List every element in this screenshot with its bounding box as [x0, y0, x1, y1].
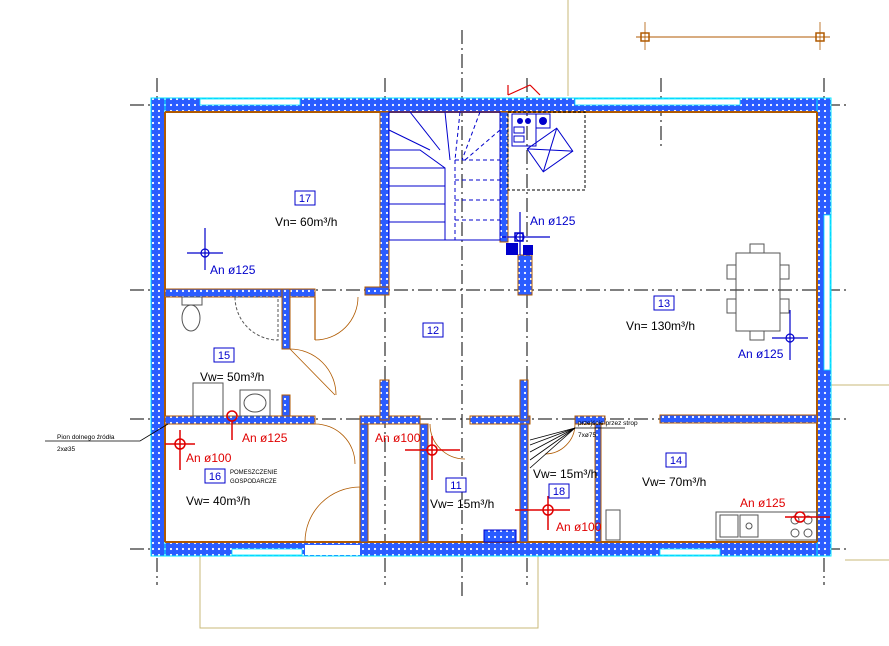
- furniture: [181, 243, 818, 541]
- leader-lines: [45, 423, 625, 469]
- riser-note: 2xø35: [57, 446, 75, 453]
- room-flow: Vw= 15m³/h: [533, 467, 597, 481]
- exterior-walls: [150, 97, 832, 557]
- vent-label: An ø125: [242, 431, 288, 445]
- ceiling-pass-note: przejście przez strop: [578, 420, 638, 427]
- room-number: 13: [658, 298, 670, 310]
- room-flow: Vw= 70m³/h: [642, 475, 706, 489]
- exhaust-vent-icon: [165, 410, 830, 530]
- room-number: 16: [209, 471, 221, 483]
- vent-label: An ø125: [740, 496, 786, 510]
- vent-label: An ø125: [210, 263, 256, 277]
- room-name: GOSPODARCZE: [230, 479, 277, 485]
- room-number: 18: [553, 486, 565, 498]
- room-flow: Vn= 130m³/h: [626, 319, 695, 333]
- room-number: 15: [218, 350, 230, 362]
- room-name: POMESZCZENIE: [230, 470, 277, 476]
- room-number: 17: [299, 193, 311, 205]
- technical-equipment: [483, 84, 586, 543]
- vent-label: An ø100: [186, 451, 232, 465]
- dimension-line: [636, 22, 830, 50]
- vent-label: An ø125: [530, 214, 576, 228]
- room-flow: Vw= 50m³/h: [200, 370, 264, 384]
- room-tags: [204, 190, 687, 499]
- ceiling-pass-note: 7xø75: [578, 432, 596, 439]
- vent-markers: [165, 212, 830, 530]
- room-flow: Vw= 40m³/h: [186, 494, 250, 508]
- vent-label: An ø100: [375, 431, 421, 445]
- doors: [289, 296, 576, 543]
- staircase: [388, 111, 501, 241]
- room-flow: Vn= 60m³/h: [275, 215, 337, 229]
- interior-walls: [164, 111, 818, 543]
- room-number: 12: [427, 325, 439, 337]
- room-number: 14: [670, 455, 682, 467]
- riser-note: Pion dolnego źródła: [57, 434, 115, 441]
- vent-label: An ø100: [556, 520, 602, 534]
- vent-label: An ø125: [738, 347, 784, 361]
- supply-vent-icon: [187, 212, 808, 360]
- site-lines: [199, 0, 889, 629]
- room-number: 11: [450, 480, 461, 492]
- room-flow: Vw= 15m³/h: [430, 497, 494, 511]
